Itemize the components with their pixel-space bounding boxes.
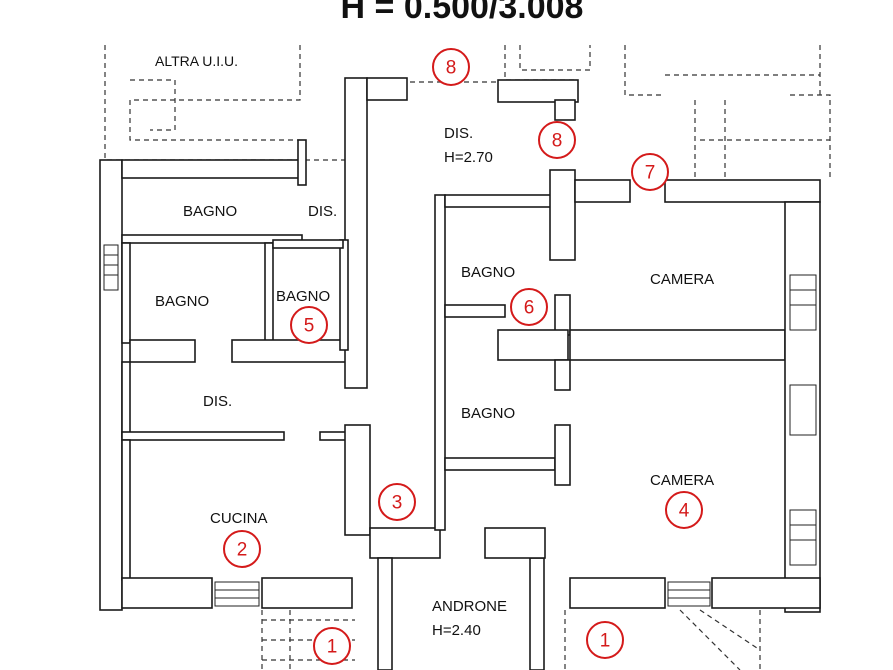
room-camera-top: CAMERA bbox=[650, 271, 714, 288]
room-bagno-right-top: BAGNO bbox=[461, 264, 515, 281]
room-labels: ALTRA U.I.U. BAGNO DIS. BAGNO BAGNO DIS.… bbox=[155, 53, 714, 639]
marker-6: 6 bbox=[510, 288, 548, 326]
room-androne: ANDRONE bbox=[432, 598, 507, 615]
marker-8-right: 8 bbox=[538, 121, 576, 159]
room-dis-center-height: H=2.70 bbox=[444, 149, 493, 166]
svg-text:8: 8 bbox=[552, 131, 563, 152]
page-title: H = 0.500/3.008 bbox=[341, 0, 584, 26]
walls bbox=[99, 77, 821, 670]
svg-text:5: 5 bbox=[304, 316, 315, 337]
room-altra-uiu: ALTRA U.I.U. bbox=[155, 53, 238, 69]
room-bagno-right-bottom: BAGNO bbox=[461, 405, 515, 422]
room-bagno-top-left: BAGNO bbox=[183, 203, 237, 220]
svg-text:8: 8 bbox=[446, 58, 457, 79]
marker-2: 2 bbox=[223, 530, 261, 568]
room-dis-small: DIS. bbox=[308, 203, 337, 220]
room-cucina: CUCINA bbox=[210, 510, 268, 527]
svg-text:1: 1 bbox=[600, 631, 611, 652]
svg-text:6: 6 bbox=[524, 298, 535, 319]
svg-text:7: 7 bbox=[645, 163, 656, 184]
svg-text:3: 3 bbox=[392, 493, 403, 514]
room-bagno-left: BAGNO bbox=[155, 293, 209, 310]
marker-8-top: 8 bbox=[432, 48, 470, 86]
markers: 8 8 7 6 5 3 4 2 1 1 bbox=[223, 48, 703, 665]
marker-5: 5 bbox=[290, 306, 328, 344]
marker-3: 3 bbox=[378, 483, 416, 521]
marker-7: 7 bbox=[631, 153, 669, 191]
svg-text:1: 1 bbox=[327, 637, 338, 658]
marker-1-right: 1 bbox=[586, 621, 624, 659]
marker-1-left: 1 bbox=[313, 627, 351, 665]
room-androne-height: H=2.40 bbox=[432, 622, 481, 639]
room-dis-left: DIS. bbox=[203, 393, 232, 410]
room-camera-bottom: CAMERA bbox=[650, 472, 714, 489]
room-dis-center: DIS. bbox=[444, 125, 473, 142]
stairs bbox=[261, 609, 761, 670]
marker-4: 4 bbox=[665, 491, 703, 529]
svg-text:4: 4 bbox=[679, 501, 690, 522]
room-bagno-5: BAGNO bbox=[276, 288, 330, 305]
svg-text:2: 2 bbox=[237, 540, 248, 561]
